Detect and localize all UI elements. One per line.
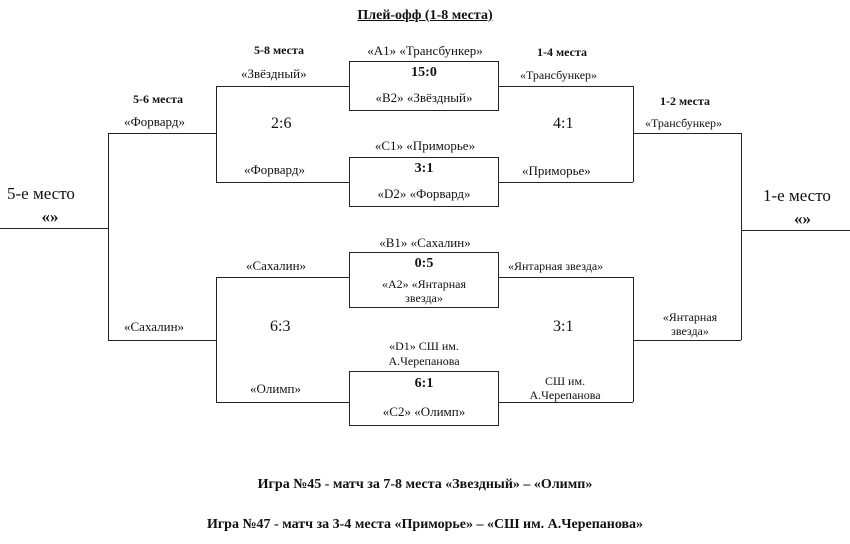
left-final-team-top: «Форвард» bbox=[124, 114, 185, 129]
page-title: Плей-офф (1-8 места) bbox=[357, 8, 493, 23]
bracket-line bbox=[108, 133, 216, 134]
right-final-team-bottom-line2: звезда» bbox=[671, 324, 709, 338]
left-r1-team-zvezdny: «Звёздный» bbox=[241, 66, 307, 81]
left-r1-team-forvard: «Форвард» bbox=[244, 162, 305, 177]
left-r1-team-olimp: «Олимп» bbox=[250, 381, 302, 396]
match3-team-bottom-line2: звезда» bbox=[405, 291, 443, 305]
bracket-line bbox=[499, 402, 633, 403]
match3-team-top: «В1» «Сахалин» bbox=[379, 235, 471, 250]
right-r1-team-transbunker: «Трансбункер» bbox=[520, 68, 598, 82]
bracket-line bbox=[216, 182, 349, 183]
left-score-top: 2:6 bbox=[271, 115, 292, 132]
bracket-line bbox=[216, 86, 349, 87]
header-1-2: 1-2 места bbox=[660, 94, 711, 108]
header-1-4: 1-4 места bbox=[537, 45, 588, 59]
match3-team-bottom-line1: «А2» «Янтарная bbox=[381, 277, 467, 291]
match-box-4 bbox=[349, 371, 499, 426]
right-r1-team-ssh-line1: СШ им. bbox=[544, 374, 586, 388]
bracket-line bbox=[741, 133, 742, 340]
match-box-2 bbox=[349, 157, 499, 207]
right-final-team-bottom-line1: «Янтарная bbox=[662, 310, 718, 324]
match-box-1 bbox=[349, 61, 499, 111]
right-r1-team-ssh-line2: А.Черепанова bbox=[529, 388, 601, 402]
bracket-line bbox=[741, 230, 850, 231]
first-place-value: «» bbox=[794, 209, 811, 228]
bracket-line bbox=[633, 86, 634, 182]
bracket-line bbox=[108, 340, 216, 341]
footer-game-47: Игра №47 - матч за 3-4 места «Приморье» … bbox=[206, 517, 644, 532]
bracket-line bbox=[499, 277, 633, 278]
bracket-line bbox=[499, 86, 633, 87]
match1-team-bottom: «В2» «Звёздный» bbox=[375, 90, 473, 105]
match2-score: 3:1 bbox=[414, 161, 434, 176]
fifth-place-value: «» bbox=[41, 207, 59, 226]
header-5-8: 5-8 места bbox=[254, 43, 305, 57]
match1-team-top: «А1» «Трансбункер» bbox=[367, 43, 483, 58]
bracket-line bbox=[633, 277, 634, 402]
left-r1-team-sakhalin: «Сахалин» bbox=[246, 258, 307, 273]
bracket-line bbox=[216, 277, 349, 278]
bracket-line bbox=[499, 182, 633, 183]
bracket-line bbox=[216, 86, 217, 182]
bracket-line bbox=[633, 340, 741, 341]
right-score-top: 4:1 bbox=[553, 115, 574, 132]
match4-score: 6:1 bbox=[414, 376, 434, 391]
right-final-team-top: «Трансбункер» bbox=[645, 116, 723, 130]
match1-score: 15:0 bbox=[411, 65, 437, 80]
right-score-bottom: 3:1 bbox=[553, 318, 574, 335]
bracket-line bbox=[0, 228, 108, 229]
left-final-team-bottom: «Сахалин» bbox=[124, 319, 185, 334]
match4-team-bottom: «С2» «Олимп» bbox=[382, 404, 466, 419]
match3-score: 0:5 bbox=[414, 256, 434, 271]
bracket-line bbox=[633, 133, 741, 134]
fifth-place-label: 5-е место bbox=[7, 184, 75, 203]
right-r1-team-primorye: «Приморье» bbox=[522, 163, 591, 178]
right-r1-team-yantarnaya: «Янтарная звезда» bbox=[508, 259, 604, 273]
match4-team-top-line2: А.Черепанова bbox=[388, 354, 460, 368]
bracket-line bbox=[108, 133, 109, 340]
header-5-6: 5-6 места bbox=[133, 92, 184, 106]
left-score-bottom: 6:3 bbox=[270, 318, 291, 335]
bracket-line bbox=[216, 402, 349, 403]
first-place-label: 1-е место bbox=[763, 186, 831, 205]
match-box-3 bbox=[349, 252, 499, 308]
bracket-line bbox=[216, 277, 217, 402]
footer-game-45: Игра №45 - матч за 7-8 места «Звездный» … bbox=[257, 477, 593, 492]
match2-team-top: «С1» «Приморье» bbox=[374, 138, 476, 153]
match2-team-bottom: «D2» «Форвард» bbox=[377, 186, 471, 201]
match4-team-top-line1: «D1» СШ им. bbox=[389, 339, 459, 353]
